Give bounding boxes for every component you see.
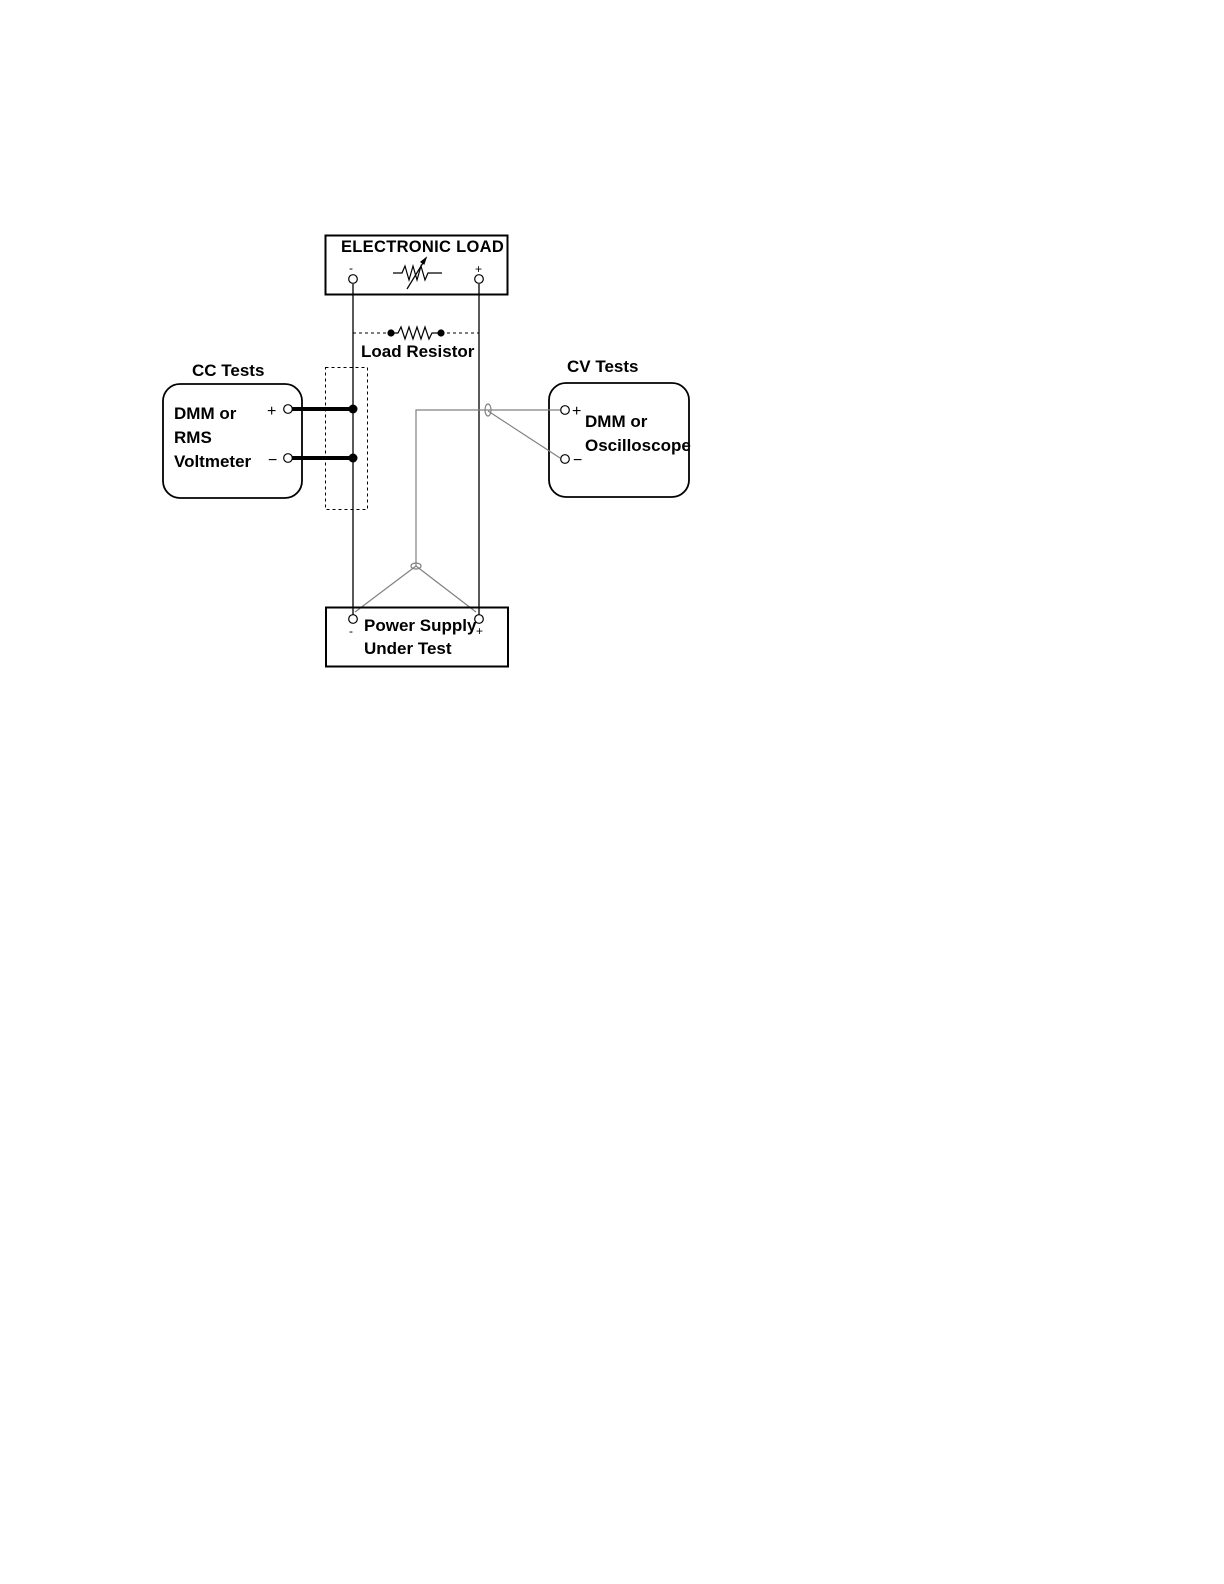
probe-cable bbox=[416, 410, 560, 566]
cc-tests-heading: CC Tests bbox=[192, 361, 264, 380]
psu-minus-sign: - bbox=[349, 624, 353, 638]
resistor-icon bbox=[387, 327, 444, 339]
load-plus-sign: + bbox=[475, 262, 482, 276]
cc-device-line-3: Voltmeter bbox=[174, 452, 252, 471]
cv-plus-terminal bbox=[561, 406, 570, 415]
probe-to-psu-plus bbox=[416, 566, 476, 612]
cc-tests: CC Tests DMM or RMS Voltmeter + − bbox=[163, 361, 358, 498]
cv-device-line-1: DMM or bbox=[585, 412, 648, 431]
cv-minus-terminal bbox=[561, 455, 570, 464]
load-minus-sign: - bbox=[349, 261, 353, 275]
cv-tests: CV Tests DMM or Oscilloscope + − bbox=[549, 357, 691, 497]
variable-resistor-icon bbox=[393, 258, 442, 289]
cc-device-line-1: DMM or bbox=[174, 404, 237, 423]
cc-plus-terminal bbox=[284, 405, 293, 414]
psu-line-1: Power Supply bbox=[364, 616, 477, 635]
load-minus-terminal bbox=[349, 275, 358, 284]
load-resistor: Load Resistor bbox=[353, 327, 479, 361]
probe-to-psu-minus bbox=[355, 566, 416, 612]
sense-probe-wires bbox=[355, 404, 560, 612]
electronic-load-title: ELECTRONIC LOAD bbox=[341, 238, 504, 256]
psu-plus-sign: + bbox=[476, 624, 483, 638]
cc-minus-sign: − bbox=[268, 452, 277, 469]
power-supply: - + Power Supply Under Test bbox=[326, 608, 508, 667]
cc-minus-terminal bbox=[284, 454, 293, 463]
cc-device-line-2: RMS bbox=[174, 428, 212, 447]
cv-minus-sign: − bbox=[573, 452, 582, 469]
load-resistor-label: Load Resistor bbox=[361, 342, 475, 361]
shunt-top-node bbox=[349, 405, 358, 414]
shunt-bottom-node bbox=[349, 454, 358, 463]
psu-minus-terminal bbox=[349, 615, 358, 624]
cv-plus-sign: + bbox=[572, 403, 581, 420]
psu-line-2: Under Test bbox=[364, 639, 452, 658]
current-shunt-box bbox=[326, 368, 368, 510]
cv-tests-heading: CV Tests bbox=[567, 357, 639, 376]
cc-plus-sign: + bbox=[267, 403, 276, 420]
cv-device-line-2: Oscilloscope bbox=[585, 436, 691, 455]
